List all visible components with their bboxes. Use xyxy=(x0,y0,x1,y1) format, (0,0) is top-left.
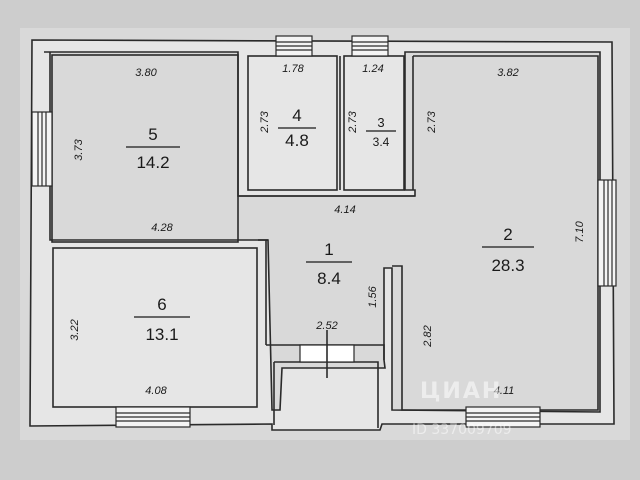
room2-area: 28.3 xyxy=(491,256,524,275)
windows xyxy=(31,35,617,428)
watermark-brand: ЦИАН xyxy=(420,379,502,404)
room3-area: 3.4 xyxy=(373,135,390,149)
dimension-labels: 3.80 3.73 1.78 2.73 1.24 2.73 3.82 2.73 … xyxy=(69,63,586,397)
room5-number: 5 xyxy=(148,125,157,144)
dim-room3-top: 1.24 xyxy=(362,63,383,75)
dim-hall-side: 1.56 xyxy=(367,285,379,307)
dim-room6-bottom: 4.08 xyxy=(145,385,167,397)
room2-number: 2 xyxy=(503,225,512,244)
dim-room2-top: 3.82 xyxy=(497,67,518,79)
room3-number: 3 xyxy=(377,115,384,130)
room1-number: 1 xyxy=(324,240,333,259)
dim-room2-bottom-left: 2.82 xyxy=(422,325,434,347)
room6-number: 6 xyxy=(157,295,166,314)
room4-number: 4 xyxy=(292,106,301,125)
dim-corridor-top: 4.14 xyxy=(334,204,355,216)
window-room3-top xyxy=(351,35,389,57)
watermark: ЦИАН ID 337009709 xyxy=(412,379,512,438)
dim-hall-bottom: 2.52 xyxy=(315,320,337,332)
window-room2-bottom xyxy=(465,406,541,428)
area-fraction-bars xyxy=(126,127,534,318)
dim-room6-side: 3.22 xyxy=(69,319,81,340)
room4-area: 4.8 xyxy=(285,131,309,150)
room1-area: 8.4 xyxy=(317,269,341,288)
dim-room2-bottom: 4.11 xyxy=(494,385,515,397)
room6-area: 13.1 xyxy=(145,325,178,344)
watermark-id: ID 337009709 xyxy=(412,422,512,438)
window-room6-bottom xyxy=(115,406,191,428)
dim-room4-top: 1.78 xyxy=(282,63,304,75)
room-labels: 5 14.2 4 4.8 3 3.4 2 28.3 1 8.4 6 13.1 xyxy=(136,106,524,344)
dim-room4-side: 2.73 xyxy=(259,110,271,133)
dim-room2-left: 2.73 xyxy=(426,110,438,133)
dim-room5-top: 3.80 xyxy=(135,67,157,79)
window-room2-right xyxy=(597,179,617,287)
dim-room3-side: 2.73 xyxy=(347,110,359,133)
outer-wall xyxy=(29,39,615,431)
dim-room5-side: 3.73 xyxy=(73,138,85,160)
door-entry xyxy=(299,330,355,378)
window-room5-left xyxy=(31,111,53,187)
dim-room6-top: 4.28 xyxy=(151,222,173,234)
walls xyxy=(29,39,615,431)
window-room4-top xyxy=(275,35,313,57)
room5-area: 14.2 xyxy=(136,153,169,172)
dim-room2-right: 7.10 xyxy=(574,220,586,242)
